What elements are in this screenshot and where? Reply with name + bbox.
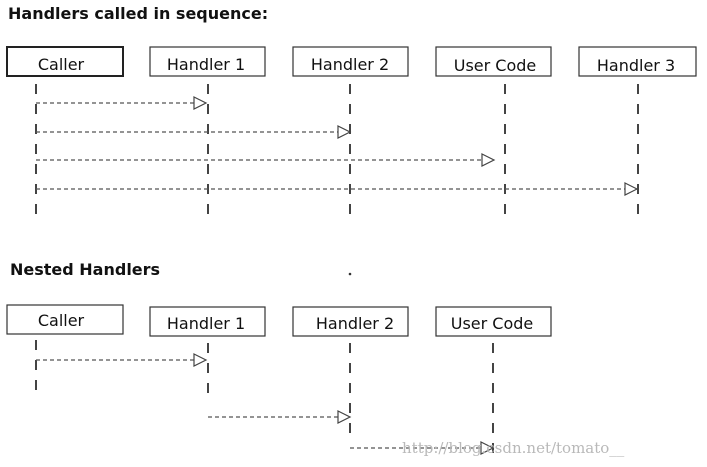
diagram2-handler1-box [149,306,266,337]
diagram2-handler1-label: Handler 1 [167,314,245,333]
diagram1-participant-usercode: User Code [435,46,552,77]
diagram1-arrowhead-4 [624,182,639,196]
diagram2-message-handler2-to-usercode [350,441,495,455]
diagram1-message-caller-to-handler2 [36,125,352,139]
diagram2-caller-box [6,304,124,335]
diagram1-message-caller-to-handler1 [36,96,208,110]
diagram2-caller-label: Caller [38,311,85,330]
diagram2-arrowhead-2 [337,410,352,424]
diagram1-usercode-label: User Code [454,56,537,75]
diagram1-arrowhead-1 [193,96,208,110]
diagram1-handler3-box [578,46,697,77]
stray-dot [348,272,352,276]
diagram1-participant-handler3: Handler 3 [578,46,697,77]
diagram2-participant-caller: Caller [6,304,124,335]
diagram2-arrowhead-3 [480,441,495,455]
diagram1-title: Handlers called in sequence: [8,4,268,23]
diagram1-participant-handler1: Handler 1 [149,46,266,77]
diagram1-handler1-label: Handler 1 [167,55,245,74]
diagram2-arrowhead-1 [193,353,208,367]
diagram1-handler2-label: Handler 2 [311,55,389,74]
diagram1-handler1-box [149,46,266,77]
diagram1-handler3-label: Handler 3 [597,56,675,75]
diagram1-usercode-box [435,46,552,77]
diagram1-message-caller-to-usercode [36,153,496,167]
diagram1-arrowhead-3 [481,153,496,167]
diagram1-participant-handler2: Handler 2 [292,46,409,77]
diagram2-message-handler1-to-handler2 [208,410,352,424]
diagram1-message-caller-to-handler3 [36,182,639,196]
diagram2-participant-handler2: Handler 2 [292,306,409,337]
diagram2-usercode-box [435,306,552,337]
diagram2-participant-handler1: Handler 1 [149,306,266,337]
diagram2-handler2-label: Handler 2 [316,314,394,333]
diagram2-message-caller-to-handler1 [36,353,208,367]
diagram2-handler2-box [292,306,409,337]
diagram1-caller-label: Caller [38,55,85,74]
diagram2-title: Nested Handlers [10,260,160,279]
diagram1-caller-box [6,46,124,77]
diagram2-usercode-label: User Code [451,314,534,333]
watermark-text: http://blog.csdn.net/tomato__ [402,439,625,457]
diagram1-handler2-box [292,46,409,77]
diagram2-participant-usercode: User Code [435,306,552,337]
diagram1-arrowhead-2 [337,125,352,139]
diagram1-participant-caller: Caller [6,46,124,77]
